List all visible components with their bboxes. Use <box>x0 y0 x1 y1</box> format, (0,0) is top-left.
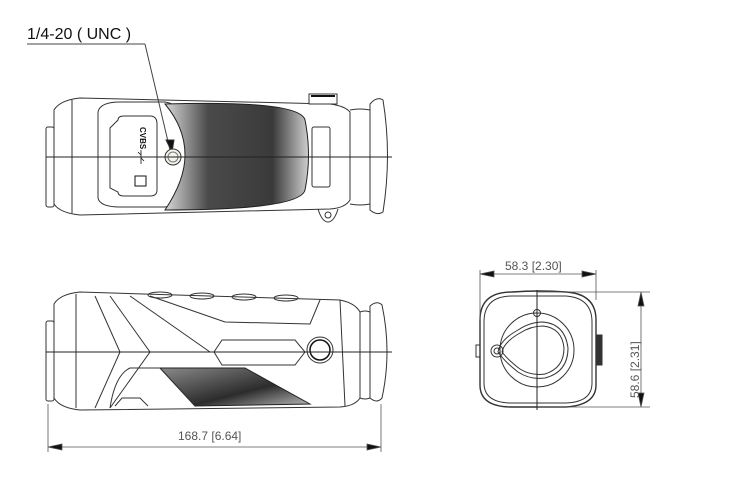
cvbs-label: CVBS <box>138 127 147 150</box>
front-view <box>475 290 603 410</box>
thread-callout: 1/4-20 ( UNC ) <box>27 26 132 43</box>
width-dimension <box>479 270 597 320</box>
width-label: 58.3 [2.30] <box>505 259 562 273</box>
port-cover-icons: CVBS <box>134 127 147 187</box>
length-label: 168.7 [6.64] <box>178 429 242 443</box>
top-buttons <box>147 291 299 302</box>
usb-icon <box>137 150 145 164</box>
height-label: 58.6 [2.31] <box>628 341 642 398</box>
length-dimension <box>47 404 382 452</box>
sd-card-icon <box>134 175 147 187</box>
side-view <box>45 291 392 411</box>
top-view <box>27 43 392 223</box>
height-dimension <box>537 291 650 408</box>
